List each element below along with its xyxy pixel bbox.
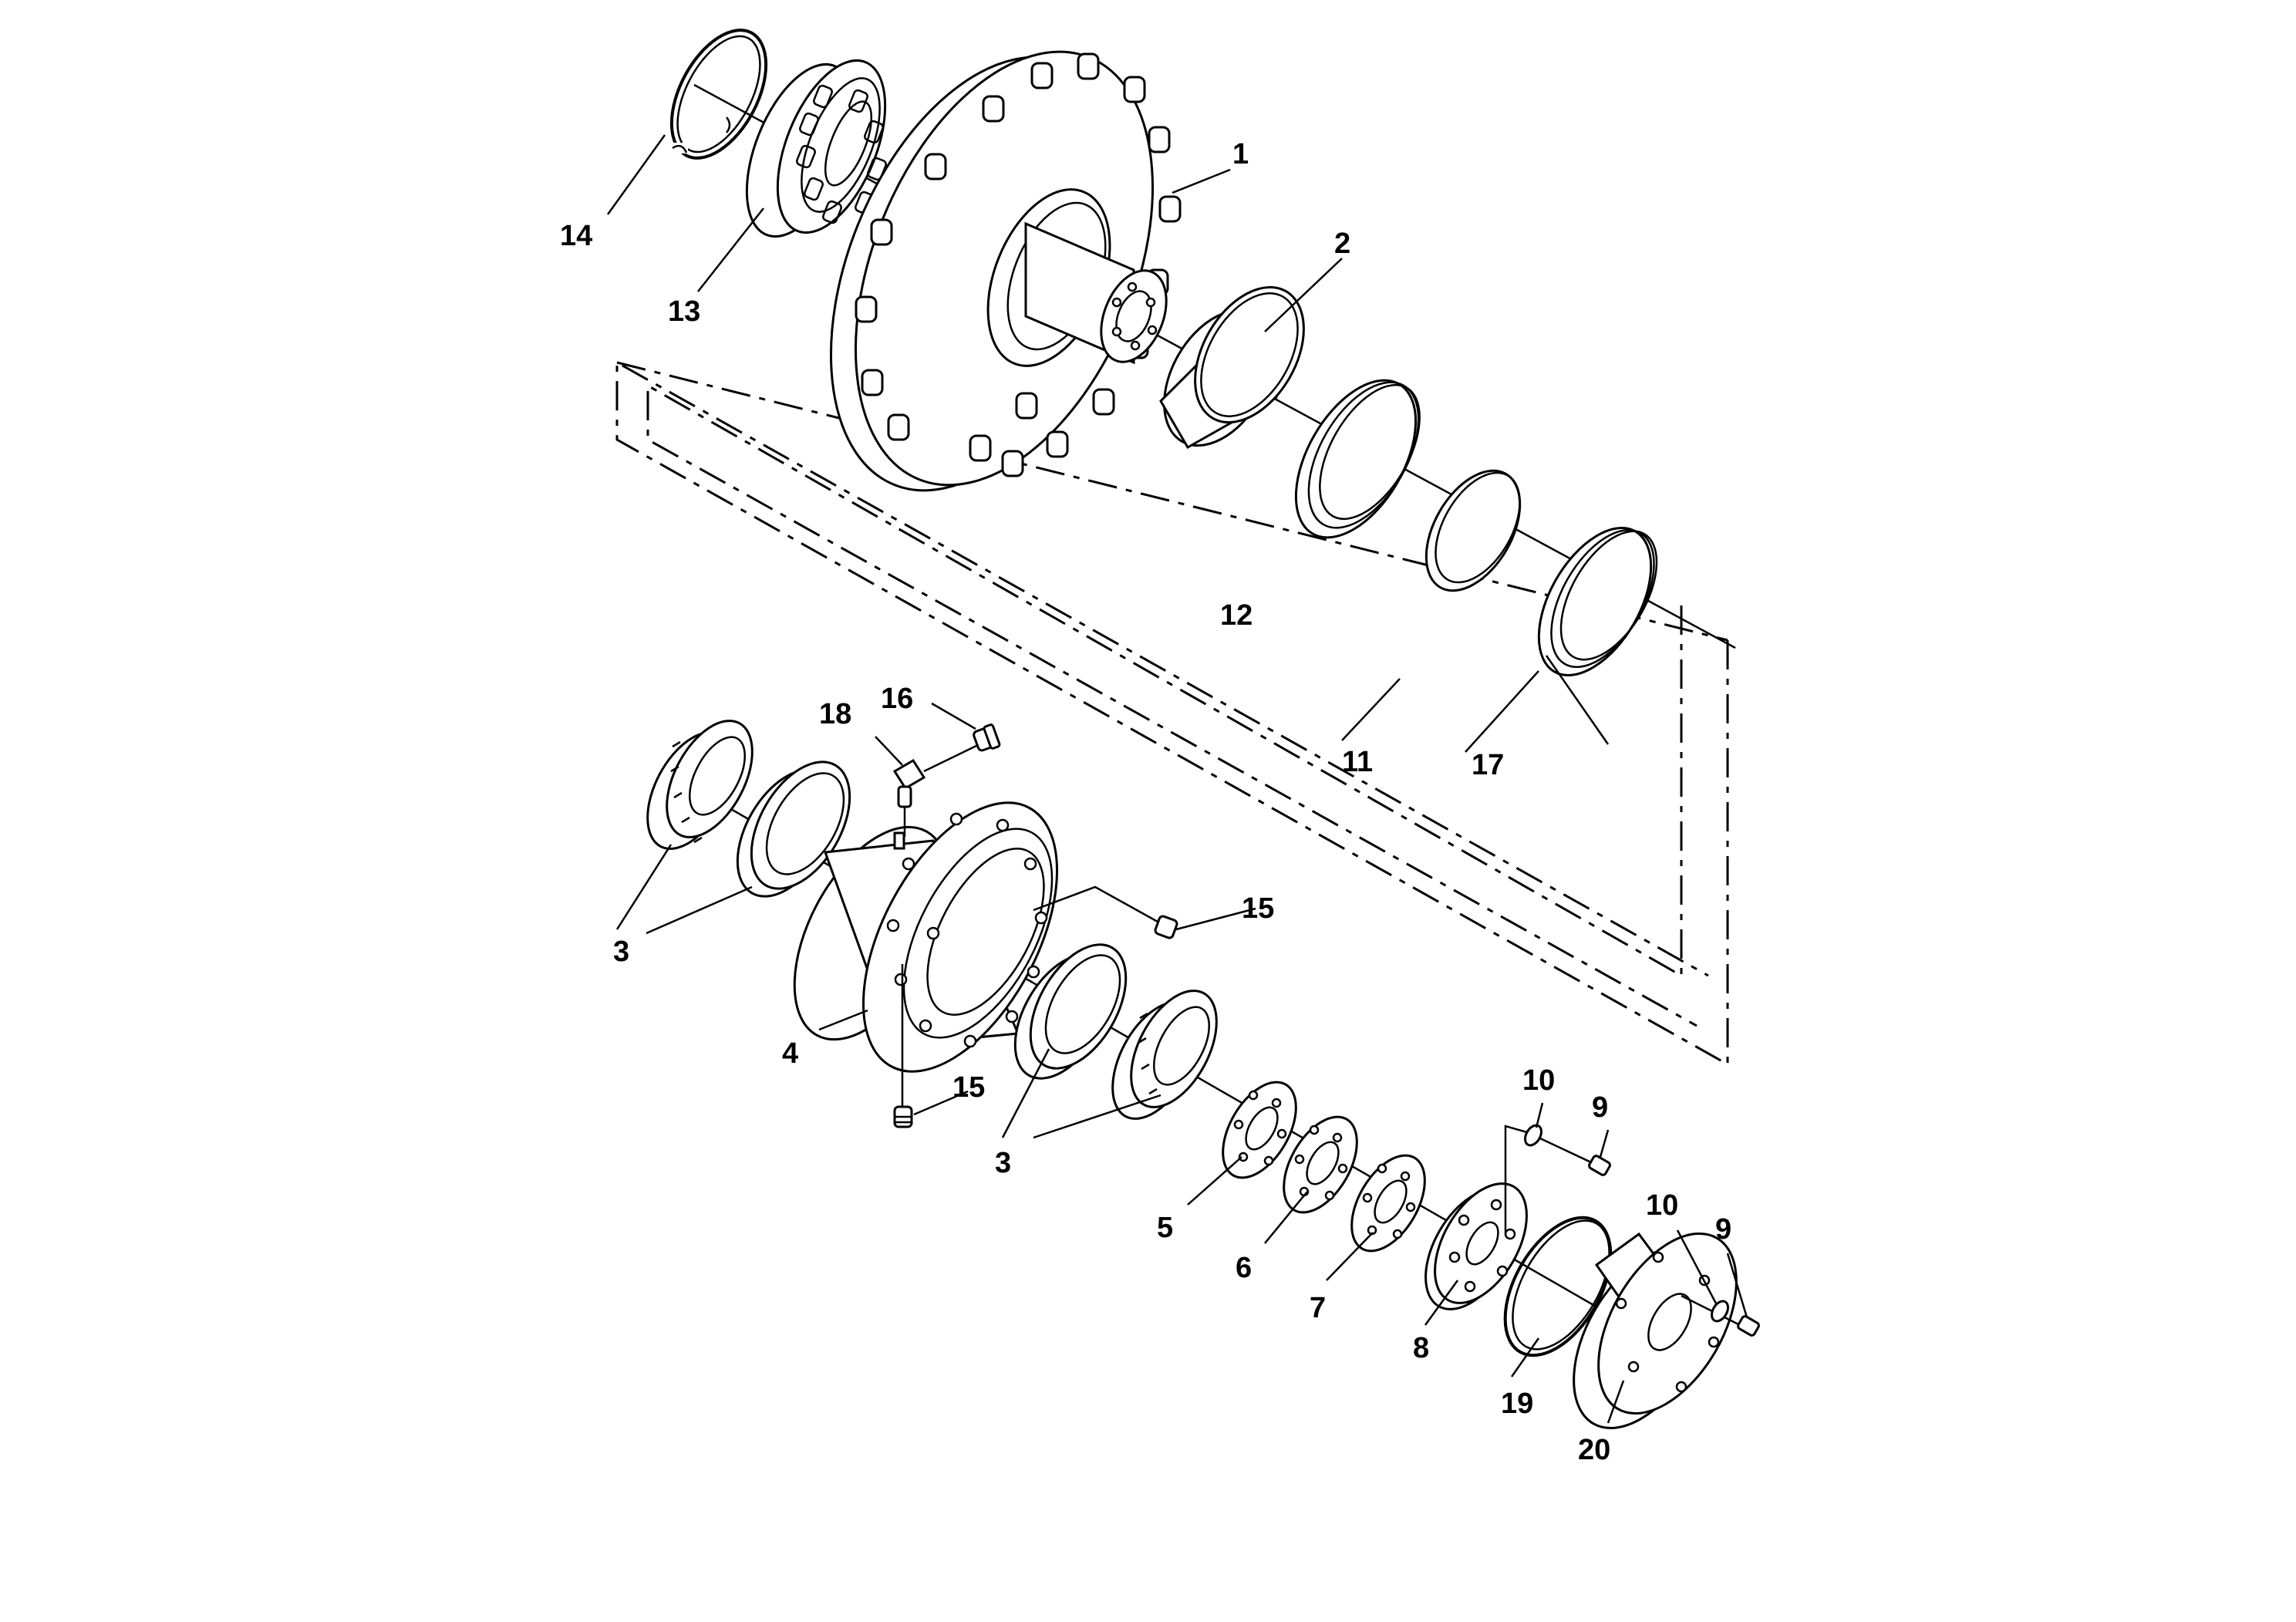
inner-connector-frame	[646, 383, 1698, 1027]
callout-13: 13	[668, 295, 700, 328]
part-7-shim-plate	[1350, 1154, 1426, 1253]
part-8-thrust-plate	[1424, 1182, 1528, 1310]
callout-9-upper: 9	[1592, 1091, 1608, 1124]
callout-15-upper: 15	[1242, 892, 1274, 925]
callout-10-lower: 10	[1646, 1189, 1678, 1222]
callout-18: 18	[819, 698, 851, 730]
part-3-bearing-cup-right	[1013, 943, 1128, 1080]
part-3-bearing-cone-right	[1111, 990, 1218, 1120]
callout-6: 6	[1236, 1252, 1252, 1284]
part-19-o-ring	[1503, 1216, 1613, 1357]
part-4-hub-housing	[793, 801, 1059, 1073]
part-3-bearing-cone-left	[646, 720, 754, 850]
leader-lines	[606, 134, 1748, 1424]
part-10-9-washer-bolt-upper	[1504, 1124, 1611, 1234]
callout-14: 14	[560, 220, 592, 252]
callout-12: 12	[1220, 599, 1253, 632]
callout-2: 2	[1334, 228, 1350, 260]
part-5-shim-plate	[1222, 1081, 1297, 1179]
part-16-plug	[973, 723, 1001, 752]
upper-frame-edge	[616, 361, 1728, 642]
callout-10-upper: 10	[1522, 1064, 1555, 1097]
callout-8: 8	[1413, 1332, 1429, 1364]
callout-20: 20	[1578, 1434, 1610, 1466]
callout-3-right: 3	[995, 1147, 1011, 1179]
part-12-seal-ring	[1294, 379, 1421, 539]
part-20-end-cover	[1573, 1232, 1738, 1430]
callout-5: 5	[1157, 1212, 1173, 1244]
hub-stud-ring	[855, 52, 1182, 477]
callout-16: 16	[881, 683, 913, 715]
callout-15-lower: 15	[952, 1071, 985, 1104]
part-3-bearing-cup-left	[736, 760, 851, 898]
callout-1: 1	[1232, 138, 1249, 170]
part-14-retaining-ring	[669, 29, 768, 160]
callout-7: 7	[1310, 1292, 1326, 1324]
part-11-spacer-ring	[1424, 469, 1522, 592]
callout-19: 19	[1501, 1388, 1533, 1420]
part-2-sleeve	[1159, 285, 1305, 450]
part-6-shim-plate	[1283, 1115, 1358, 1214]
part-10-9-washer-bolt-lower	[1681, 1294, 1760, 1337]
part-15-plug-upper	[1033, 885, 1178, 939]
callout-4: 4	[782, 1037, 798, 1070]
part-13-roller-bearing	[745, 59, 887, 238]
callout-3-left: 3	[613, 936, 629, 968]
part-17-seal-ring	[1537, 527, 1658, 676]
outer-connector-frame	[615, 360, 1729, 1067]
callout-17: 17	[1472, 749, 1504, 781]
part-15-plug-lower	[893, 964, 913, 1128]
callout-9-lower: 9	[1715, 1213, 1731, 1246]
callout-labels: 1 2 3 3 4 5 6 7 8 9 9 10 10 11 12 13 14 …	[560, 138, 1731, 1466]
part-18-elbow-fitting	[892, 743, 980, 837]
callout-11: 11	[1342, 746, 1373, 778]
part-1-drive-hub	[829, 50, 1182, 492]
